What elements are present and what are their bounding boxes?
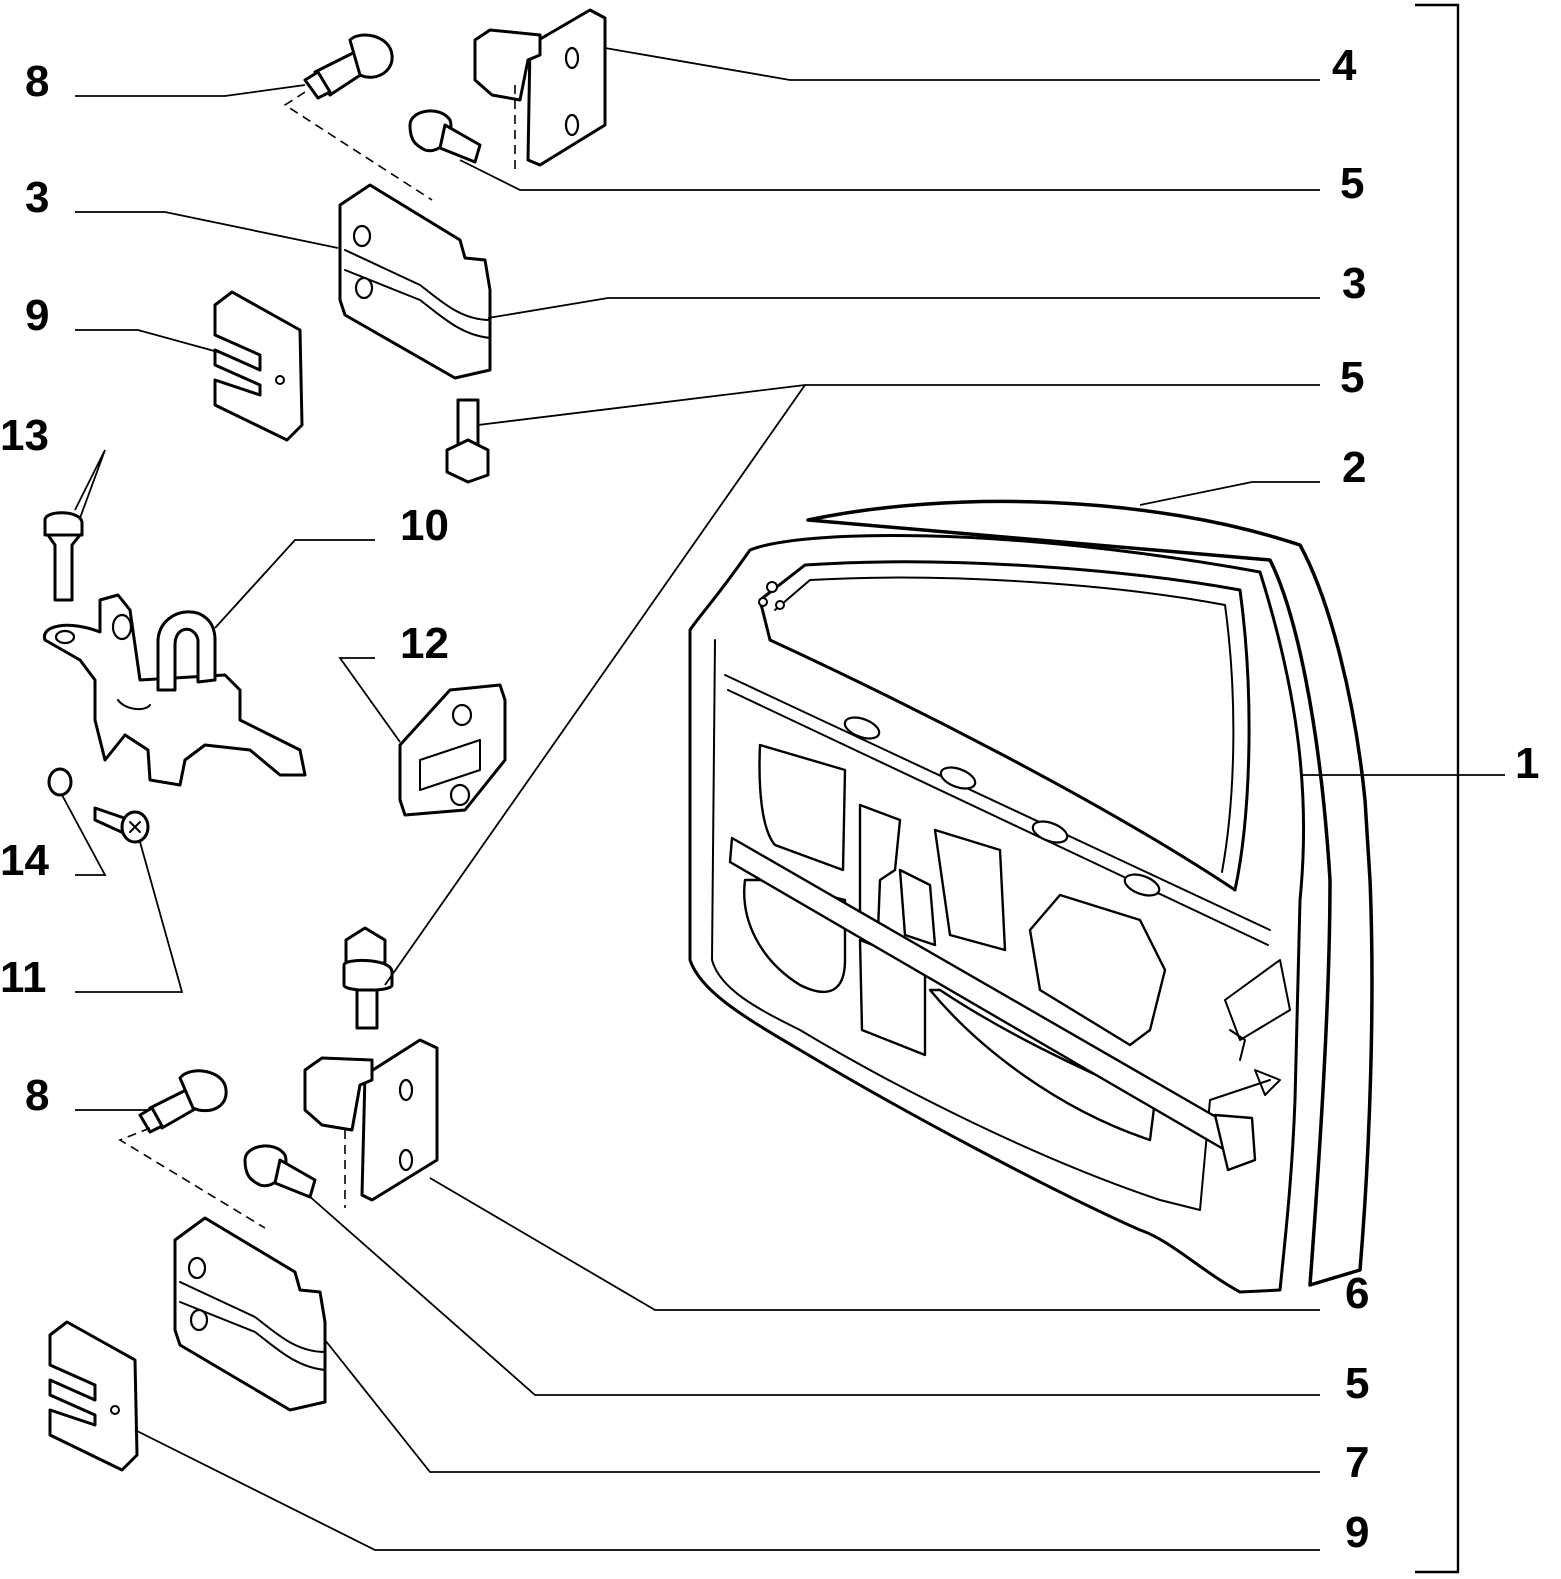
callout-7: 7 — [1345, 1438, 1369, 1487]
callout-5-lower: 5 — [1345, 1359, 1369, 1408]
lower-hinge-body-half — [303, 1038, 439, 1202]
bolt-5-upper-mid — [445, 398, 490, 484]
callout-11: 11 — [0, 953, 47, 1002]
callout-1: 1 — [1515, 739, 1539, 788]
assembly-bracket — [1415, 3, 1460, 1574]
bolt-5-top — [408, 109, 482, 164]
screw-11 — [93, 806, 150, 844]
callout-5-upper-mid: 5 — [1340, 353, 1364, 402]
leader-lines — [61, 47, 1505, 1551]
spacer-9-lower — [48, 1320, 139, 1472]
bolt-13 — [43, 511, 84, 602]
door-check-strap-10 — [43, 593, 307, 787]
callout-13: 13 — [0, 411, 49, 460]
callout-5-top: 5 — [1340, 159, 1364, 208]
callout-8-top: 8 — [25, 57, 49, 106]
callout-10: 10 — [400, 501, 449, 550]
bolt-8-bottom — [138, 1069, 228, 1134]
callout-4: 4 — [1332, 41, 1357, 90]
plate-12 — [398, 683, 507, 817]
hinge-plate-3-upper — [338, 183, 492, 380]
callout-2: 2 — [1342, 443, 1366, 492]
callout-6: 6 — [1345, 1269, 1369, 1318]
bolt-5-lower-mid — [342, 926, 394, 1030]
callout-9-bottom: 9 — [1345, 1508, 1369, 1557]
bolt-5-bottom — [243, 1144, 317, 1199]
callout-14: 14 — [0, 836, 49, 885]
callout-8-bottom: 8 — [25, 1071, 49, 1120]
door-panel — [688, 499, 1374, 1294]
callout-3-right: 3 — [1342, 259, 1366, 308]
bolt-8-top — [303, 33, 394, 100]
nut-14 — [47, 767, 73, 797]
callout-labels: 1 2 3 3 4 5 5 5 6 7 8 8 9 9 10 11 12 13 … — [0, 41, 1539, 1557]
callout-9-top: 9 — [25, 291, 49, 340]
callout-3-left: 3 — [25, 173, 49, 222]
callout-12: 12 — [400, 619, 449, 668]
hinge-plate-7-lower — [173, 1216, 327, 1412]
upper-hinge-door-half — [473, 8, 607, 167]
spacer-9-upper — [213, 290, 304, 442]
